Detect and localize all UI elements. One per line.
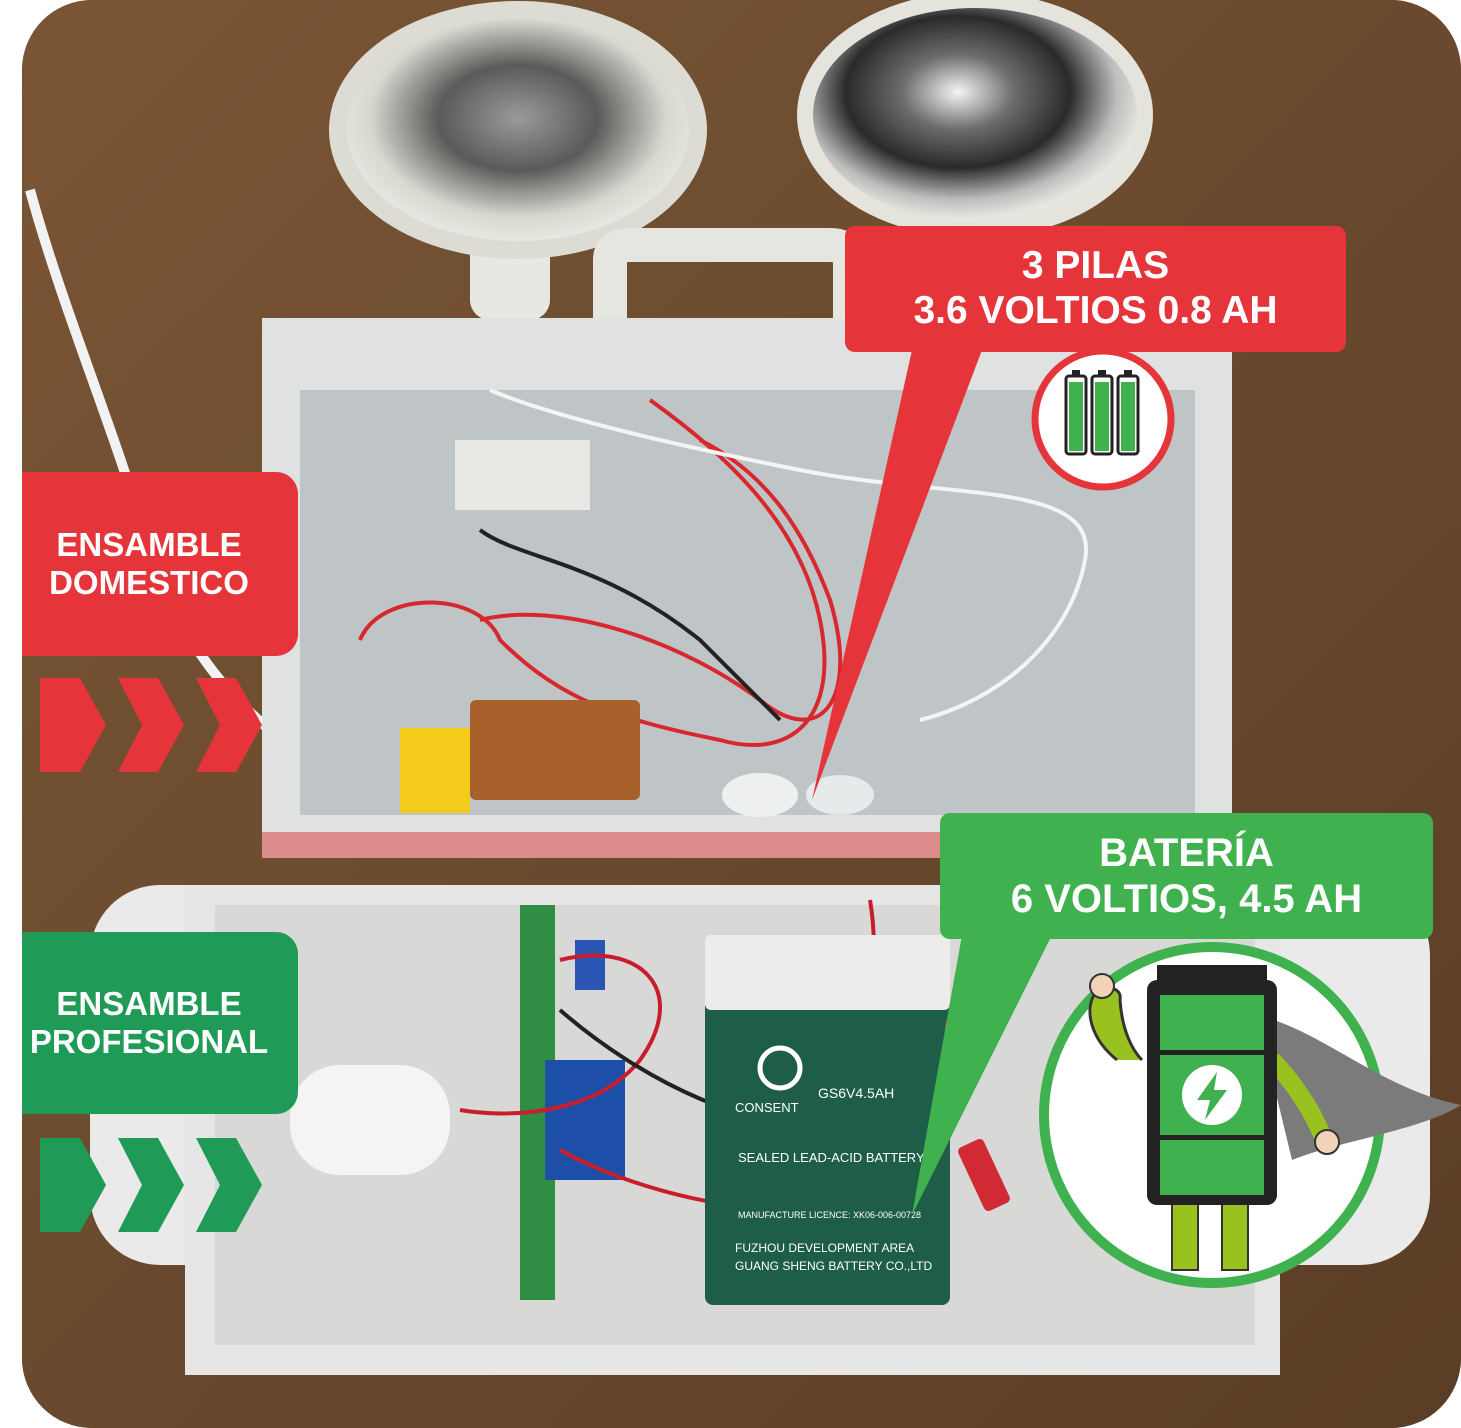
three-batteries-icon [1031,347,1175,491]
bateria-callout: BATERÍA 6 VOLTIOS, 4.5 AH [940,813,1433,939]
battery-model-text: GS6V4.5AH [818,1085,894,1101]
domestic-assembly-label: ENSAMBLE DOMESTICO [22,472,298,656]
professional-label-line2: PROFESIONAL [29,1023,269,1060]
left-lamp [329,1,707,320]
superhero-battery-icon [1039,942,1461,1288]
bateria-callout-pointer [912,935,1052,1215]
domestic-label-line1: ENSAMBLE [56,526,242,564]
battery-type-text: SEALED LEAD-ACID BATTERY [738,1150,925,1165]
battery-maker-line1: FUZHOU DEVELOPMENT AREA [735,1241,914,1255]
arrow-right-icon [118,1138,184,1232]
arrow-right-icon [40,1138,106,1232]
pilas-callout-pointer [812,350,982,800]
bateria-line2: 6 VOLTIOS, 4.5 AH [1010,877,1363,921]
right-lamp [797,0,1153,238]
battery-maker-line2: GUANG SHENG BATTERY CO.,LTD [735,1259,932,1273]
arrow-right-icon [118,678,184,772]
green-arrows [40,1138,262,1232]
pilas-callout: 3 PILAS 3.6 VOLTIOS 0.8 AH [845,226,1346,352]
battery-licence-text: MANUFACTURE LICENCE: XK06-006-00728 [738,1210,921,1220]
battery-brand-text: CONSENT [735,1100,799,1115]
arrow-right-icon [196,1138,262,1232]
sealed-battery: GS6V4.5AH CONSENT SEALED LEAD-ACID BATTE… [705,935,1010,1305]
pilas-line1: 3 PILAS [1021,244,1170,288]
professional-label-line1: ENSAMBLE [56,985,242,1023]
bateria-line1: BATERÍA [1099,831,1274,875]
pilas-line2: 3.6 VOLTIOS 0.8 AH [913,289,1278,332]
domestic-label-line2: DOMESTICO [49,564,249,601]
professional-assembly-label: ENSAMBLE PROFESIONAL [22,932,298,1114]
arrow-right-icon [196,678,262,772]
photo-frame: GS6V4.5AH CONSENT SEALED LEAD-ACID BATTE… [22,0,1461,1428]
arrow-right-icon [40,678,106,772]
lightning-icon [1197,1072,1227,1120]
red-arrows [40,678,262,772]
